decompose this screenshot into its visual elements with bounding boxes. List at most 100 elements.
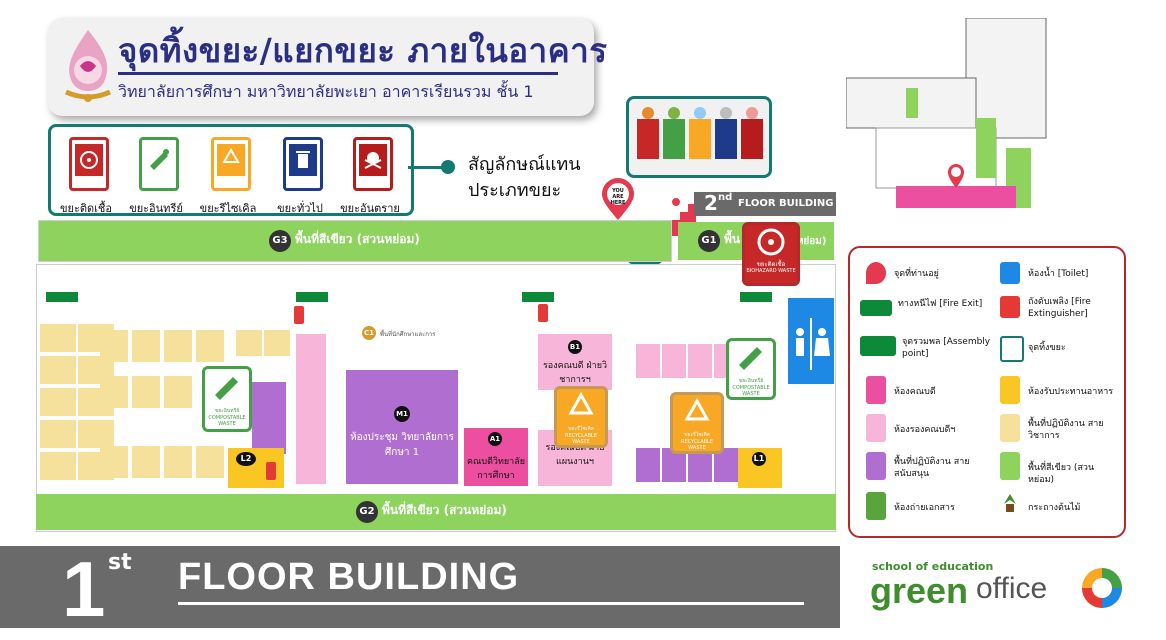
bin-type-legend: ขยะติดเชื้อ ขยะอินทรีย์ ขยะรีไซเคิล ขยะท… [48,124,414,216]
bins-illustration [626,96,772,178]
fire-exit-icon [740,292,772,302]
compost-card-label: COMPOSTABLE WASTE [208,415,246,427]
biohazard-waste-point: ขยะติดเชื้อ BIOHAZARD WASTE [742,222,800,286]
desk [40,324,76,352]
bin-label-biohazard: ขยะติดเชื้อ [60,202,112,215]
g2-label: พื้นที่สีเขียว (สวนหย่อม) [382,503,507,517]
dean-legend-swatch [866,376,886,404]
brand-top: school of education [872,560,994,573]
assembly-point-legend-icon [860,336,896,356]
floor-title-underline [178,602,804,605]
compost-waste-point-right: ขยะอินทรีย์ COMPOSTABLE WASTE [726,338,776,400]
desk [164,376,192,408]
brand-main-office: office [976,572,1048,605]
legend-you-are-here: จุดที่ท่านอยู่ [894,269,939,279]
fire-exit-legend-icon [860,300,892,316]
green-office-logo: school of education green office [868,554,1128,624]
recycle-icon [684,397,710,421]
compost-waste-point-left: ขยะอินทรีย์ COMPOSTABLE WASTE [202,366,252,432]
legend-copy-room: ห้องถ่ายเอกสาร [894,503,955,513]
m1-code: M1 [394,406,410,422]
legend-dining-room: ห้องรับประทานอาหาร [1028,387,1114,397]
desk [636,448,660,482]
biohazard-card-top: ขยะติดเชื้อ [756,261,786,268]
you-are-here-pin-icon: YOU ARE HERE [600,178,636,222]
g1-badge: G1 [698,230,720,252]
recycle-waste-point-right: ขยะรีไซเคิล RECYCLABLE WASTE [670,392,724,454]
desk [132,330,160,362]
desk [100,330,128,362]
title-underline [118,72,558,75]
copy-room-legend-swatch [866,492,886,520]
you-are-here-label: YOU ARE HERE [610,188,626,206]
second-floor-sup: nd [718,192,733,203]
fire-extinguisher-icon [538,304,548,322]
legend-plant-pot: กระถางต้นไม้ [1028,503,1081,513]
desk [662,344,686,378]
b2-label: รองคณบดี ฝ่ายแผนงานฯ [545,443,605,467]
recycle-card-label: RECYCLABLE WASTE [564,433,597,445]
floor-number: 1 [62,545,106,633]
desk [40,420,76,448]
floor-number-suffix: st [108,550,132,575]
desk-pair [236,330,292,380]
desk [196,446,224,478]
desk [264,330,290,356]
recycle-bin-icon [211,137,251,191]
g2-badge: G2 [356,501,378,523]
general-bin-icon [283,137,323,191]
second-floor-text: FLOOR BUILDING [738,198,834,209]
support-workspace [252,382,286,454]
desk [132,376,160,408]
a1-code: A1 [488,432,502,446]
bin-label-compost: ขยะอินทรีย์ [129,202,183,215]
recycle-card-top: ขยะรีไซเคิล [684,432,710,438]
legend-connector [408,166,446,169]
green-area-g2: G2 พื้นที่สีเขียว (สวนหย่อม) [36,494,836,530]
desk [196,330,224,362]
compost-bin-icon [139,137,179,191]
brand-main-green: green [870,570,969,611]
m1-label: ห้องประชุม วิทยาลัยการศึกษา 1 [350,432,454,458]
map-legend: จุดที่ท่านอยู่ ห้องน้ำ [Toilet] ทางหนีไฟ… [848,246,1126,538]
desk [164,446,192,478]
a1-label: คณบดีวิทยาลัย การศึกษา [466,457,526,481]
green-area-legend-swatch [1000,452,1020,480]
desk [236,330,262,356]
toilet-block [788,298,834,384]
desk [100,376,128,408]
biohazard-card-label: BIOHAZARD WASTE [746,268,796,274]
toilet-icon [796,318,830,370]
bin-legend-caption: สัญลักษณ์แทน ประเภทขยะ [468,152,581,204]
desk [100,446,128,478]
floor-banner [0,546,840,628]
l1-code: L1 [752,452,766,466]
desk [40,356,76,384]
fire-exit-icon [296,292,328,302]
fire-extinguisher-legend-icon [1000,296,1020,318]
fire-exit-icon [522,292,554,302]
g3-label: พื้นที่สีเขียว (สวนหย่อม) [295,232,420,246]
compost-icon [215,377,238,400]
bin-legend-caption-line2: ประเภทขยะ [468,180,562,201]
fire-extinguisher-icon [294,306,304,324]
compost-card-label: COMPOSTABLE WASTE [732,385,770,397]
fire-exit-icon [46,292,78,302]
bin-legend-caption-line1: สัญลักษณ์แทน [468,154,581,175]
green-office-emblem-icon [1082,568,1122,608]
desk [688,344,712,378]
page-title: จุดทิ้งขยะ/แยกขยะ ภายในอาคาร [118,31,608,70]
fire-extinguisher-icon [266,462,276,480]
title-card [48,18,594,116]
meeting-column [296,334,326,484]
dean-room-a1: A1 คณบดีวิทยาลัย การศึกษา [464,428,528,486]
you-are-here-legend-icon [866,262,886,284]
desk [164,330,192,362]
toilet-legend-icon [1000,262,1020,284]
c1-code: C1 [362,326,376,340]
floor-title: FLOOR BUILDING [178,556,520,598]
recycle-card-label: RECYCLABLE WASTE [680,439,713,451]
building-overview-map [845,17,1056,224]
hazardous-bin-icon [353,137,393,191]
legend-fire-exit: ทางหนีไฟ [Fire Exit] [898,299,983,309]
